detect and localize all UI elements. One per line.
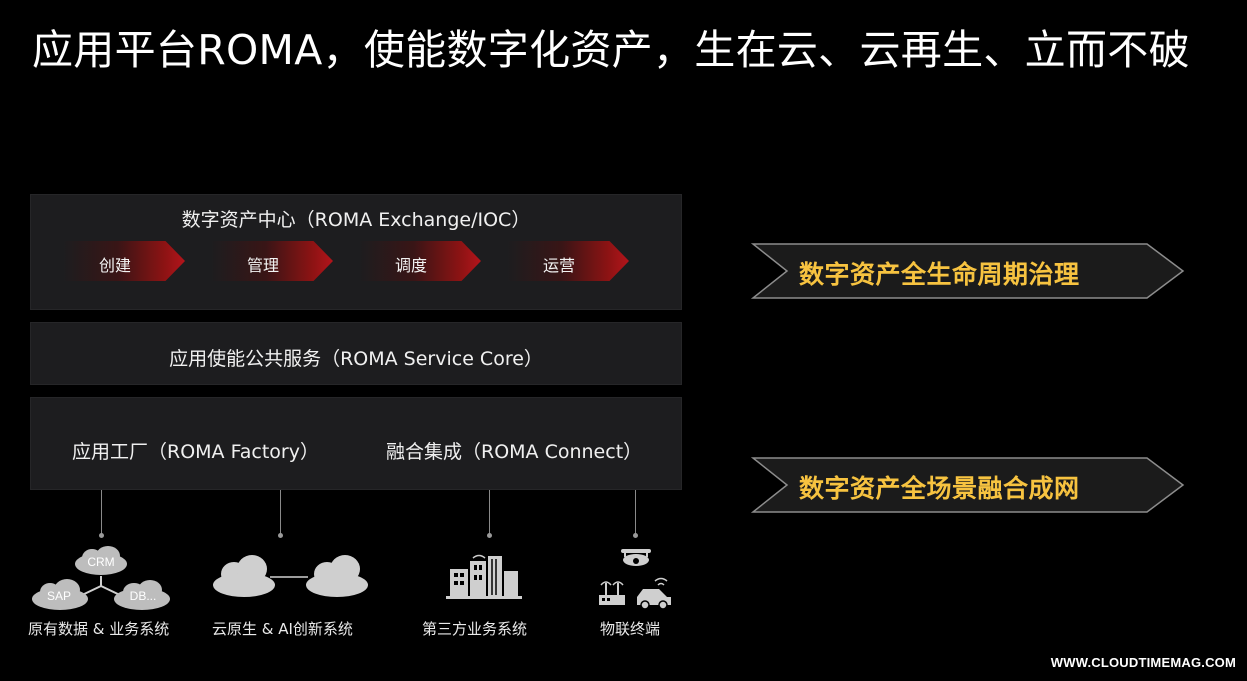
stage-schedule: 调度	[359, 241, 481, 281]
drone-icon	[621, 549, 651, 566]
stage-label: 调度	[394, 256, 427, 275]
db-label: DB...	[130, 589, 157, 603]
cloud-native-icon	[213, 555, 368, 597]
crm-label: CRM	[87, 555, 114, 569]
stage-label: 创建	[98, 256, 131, 275]
stage-manage: 管理	[211, 241, 333, 281]
banner-network-text: 数字资产全场景融合成网	[799, 474, 1080, 503]
connector-dot	[278, 533, 283, 538]
iot-terminals-icon	[599, 549, 671, 609]
roma-exchange-panel: 数字资产中心（ROMA Exchange/IOC） 创建 管理 调度 运营	[30, 194, 682, 310]
banner-lifecycle-arrow-icon	[751, 243, 1185, 299]
watermark: WWW.CLOUDTIMEMAG.COM	[1050, 655, 1236, 670]
roma-connect-title: 融合集成（ROMA Connect）	[386, 441, 643, 463]
roma-factory-title: 应用工厂（ROMA Factory）	[72, 441, 319, 463]
sap-cloud-icon: SAP	[32, 579, 88, 610]
banner-network-arrow-icon	[751, 457, 1185, 513]
third-party-buildings-icon	[446, 554, 522, 599]
roma-exchange-title: 数字资产中心（ROMA Exchange/IOC）	[181, 209, 531, 231]
cloud-left-icon	[213, 555, 275, 597]
banner-lifecycle-text: 数字资产全生命周期治理	[799, 260, 1080, 289]
connector-line	[635, 490, 636, 536]
crm-cloud-icon: CRM	[75, 546, 127, 575]
legacy-system-label: 原有数据 & 业务系统	[28, 620, 170, 638]
banner-scene-network: 数字资产全场景融合成网	[751, 457, 1185, 513]
connector-line	[280, 490, 281, 536]
cloud-right-icon	[306, 555, 368, 597]
router-icon	[599, 581, 625, 605]
stage-label: 运营	[542, 256, 575, 275]
roma-service-core-panel: 应用使能公共服务（ROMA Service Core）	[30, 322, 682, 385]
stage-create: 创建	[63, 241, 185, 281]
db-cloud-icon: DB...	[114, 580, 170, 610]
roma-service-core-title: 应用使能公共服务（ROMA Service Core）	[169, 348, 543, 370]
third-party-label: 第三方业务系统	[422, 620, 528, 638]
roma-factory-connect-panel: 应用工厂（ROMA Factory） 融合集成（ROMA Connect）	[30, 397, 682, 490]
sap-label: SAP	[47, 589, 71, 603]
connector-line	[489, 490, 490, 536]
connector-line	[101, 490, 102, 536]
car-icon	[637, 577, 671, 609]
page-title: 应用平台ROMA，使能数字化资产，生在云、云再生、立而不破	[32, 26, 1190, 74]
connector-dot	[633, 533, 638, 538]
connector-dot	[487, 533, 492, 538]
banner-lifecycle-governance: 数字资产全生命周期治理	[751, 243, 1185, 299]
stage-operate: 运营	[507, 241, 629, 281]
legacy-data-icon: CRM SAP DB...	[32, 546, 170, 610]
cloud-native-label: 云原生 & AI创新系统	[212, 620, 353, 638]
connector-dot	[99, 533, 104, 538]
iot-terminals-label: 物联终端	[600, 620, 661, 638]
stage-label: 管理	[246, 256, 279, 275]
